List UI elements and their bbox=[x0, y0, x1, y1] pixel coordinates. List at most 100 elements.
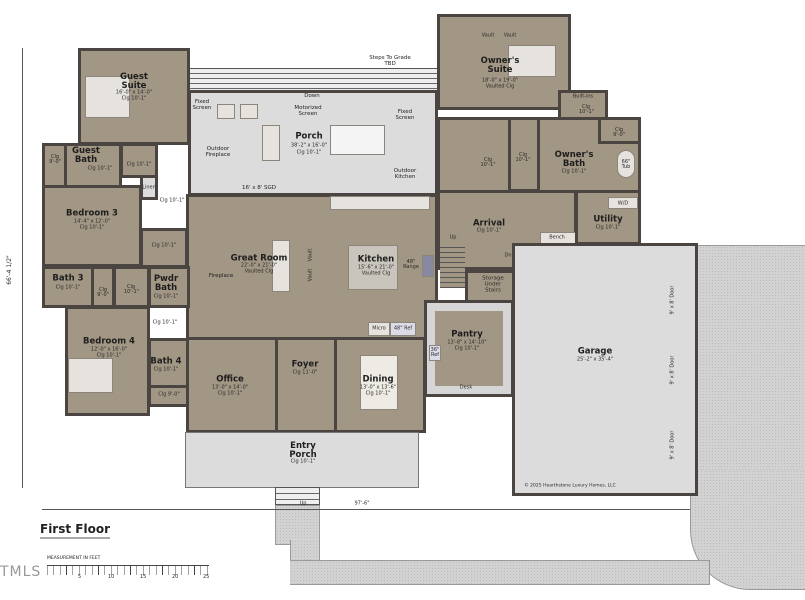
bath-4-closet-ceiling: Clg 9'-0" bbox=[158, 391, 180, 398]
storage-name: Storage Under Stairs bbox=[482, 275, 504, 293]
bathtub bbox=[617, 150, 635, 178]
fixed-screen-left-note: Fixed Screen bbox=[192, 99, 212, 111]
owners-wc-ceiling: Clg 9'-0" bbox=[613, 126, 625, 138]
arrival-ceiling: Clg 10'-1" bbox=[476, 227, 502, 234]
microwave bbox=[368, 322, 390, 336]
built-ins-ceiling: Clg 10'-1" bbox=[579, 103, 595, 115]
ref-label: 48" Ref bbox=[393, 325, 413, 332]
dining-size: 13'-0" x 13'-6" bbox=[359, 384, 397, 391]
width-dimension-line bbox=[42, 509, 690, 510]
bed bbox=[85, 76, 130, 118]
vault-label: Vault bbox=[503, 32, 517, 39]
outdoor-kitchen-note: Outdoor Kitchen bbox=[393, 168, 417, 180]
garage bbox=[512, 243, 698, 496]
dining-ceiling: Clg 10'-1" bbox=[365, 390, 391, 397]
walkway bbox=[290, 560, 710, 585]
hall-ceiling-1: Clg 10'-1" bbox=[159, 197, 185, 204]
pantry-ref-label: 36" Ref bbox=[430, 346, 440, 358]
bath-3-name: Bath 3 bbox=[52, 273, 84, 284]
bath-3-closet bbox=[91, 266, 115, 308]
entry-steps bbox=[275, 487, 320, 505]
chair bbox=[217, 104, 235, 119]
vault-label: Vault bbox=[481, 32, 495, 39]
kitchen-size: 15'-6" x 21'-0" bbox=[357, 264, 395, 271]
owners-suite-name: Owner's Suite bbox=[480, 56, 520, 75]
width-dimension: 97'-6" bbox=[354, 500, 370, 507]
refrigerator bbox=[390, 322, 416, 336]
built-ins-name: Built-ins bbox=[572, 93, 594, 100]
bed bbox=[68, 358, 113, 393]
storage-under-stairs bbox=[465, 270, 515, 303]
utility-ceiling: Clg 10'-1" bbox=[595, 224, 621, 231]
owners-wc bbox=[598, 117, 641, 144]
porch-ceiling: Clg 10'-1" bbox=[296, 149, 322, 156]
great-room-name: Great Room bbox=[230, 253, 288, 264]
foyer-name: Foyer bbox=[291, 359, 319, 370]
down-note: Down bbox=[304, 93, 320, 100]
stairs-up-label: Up bbox=[449, 234, 457, 241]
bedroom-3-ceiling: Clg 10'-1" bbox=[79, 224, 105, 231]
watermark: TMLS bbox=[0, 564, 42, 580]
office-size: 13'-0" x 14'-0" bbox=[211, 384, 249, 391]
vault-label: Vault bbox=[307, 268, 314, 282]
stairs-down-label: Dn bbox=[504, 252, 512, 259]
powder-bath-name: Pwdr Bath bbox=[153, 274, 179, 293]
owners-suite-ceiling: Vaulted Clg bbox=[485, 83, 515, 90]
fixed-screen-right-note: Fixed Screen bbox=[395, 109, 415, 121]
sgd-note: 16' x 8' SGD bbox=[241, 185, 277, 192]
fireplace-note: Fireplace bbox=[208, 273, 234, 280]
hall-ceiling-2: Clg 10'-1" bbox=[152, 319, 178, 326]
linen-name: Linen bbox=[142, 184, 156, 191]
garage-door-1: 9' x 8' Door bbox=[669, 285, 676, 315]
garage-size: 25'-2" x 35'-4" bbox=[576, 356, 614, 363]
motorized-screen-note: Motorized Screen bbox=[294, 105, 322, 117]
owners-bath-name: Owner's Bath bbox=[554, 150, 594, 169]
stairs bbox=[440, 243, 465, 288]
range-label: 48" Range bbox=[403, 258, 419, 270]
floor-title: First Floor bbox=[40, 522, 111, 539]
office-name: Office bbox=[216, 374, 244, 385]
pantry-refrigerator bbox=[429, 345, 441, 361]
kitchen-counter bbox=[330, 196, 430, 210]
porch-steps bbox=[188, 68, 438, 92]
guest-suite-name: Guest Suite bbox=[120, 72, 148, 91]
outdoor-table bbox=[330, 125, 385, 155]
washer-dryer bbox=[608, 197, 638, 209]
micro-label: Micro bbox=[372, 325, 386, 332]
chair bbox=[240, 104, 258, 119]
pantry-ceiling: Clg 10'-1" bbox=[454, 345, 480, 352]
bedroom-3-closet-ceiling: Clg 10'-1" bbox=[151, 242, 177, 249]
pantry-size: 13'-8" x 14'-10" bbox=[447, 339, 487, 346]
scale-tick: 5 bbox=[78, 574, 82, 580]
driveway bbox=[695, 245, 805, 500]
entry-steps-label: Up bbox=[299, 500, 307, 507]
arrival-name: Arrival bbox=[472, 218, 506, 229]
owners-suite-size: 18'-0" x 19'-0" bbox=[481, 77, 519, 84]
bath-3-closet-ceiling: Clg 9'-0" bbox=[97, 286, 109, 298]
office-ceiling: Clg 10'-1" bbox=[217, 390, 243, 397]
sofa bbox=[272, 240, 290, 292]
scale-bar bbox=[47, 565, 209, 575]
guest-suite-ceiling: Clg 10'-1" bbox=[121, 95, 147, 102]
dining-table bbox=[360, 355, 398, 410]
porch-size: 38'-2" x 16'-0" bbox=[290, 142, 328, 149]
porch-name: Porch bbox=[295, 131, 323, 142]
scale-tick: 20 bbox=[172, 574, 179, 580]
kitchen-ceiling: Vaulted Clg bbox=[361, 270, 391, 277]
scale-label: MEASUREMENT IN FEET bbox=[47, 556, 101, 561]
dining-name: Dining bbox=[362, 374, 394, 385]
outdoor-fireplace-note: Outdoor Fireplace bbox=[205, 146, 231, 158]
range bbox=[422, 255, 434, 277]
foyer-ceiling: Clg 11'-0" bbox=[292, 369, 318, 376]
great-room bbox=[186, 194, 438, 340]
kitchen-island bbox=[348, 245, 398, 290]
owners-closet-ceiling: Clg 10'-1" bbox=[480, 156, 496, 168]
scale-tick: 25 bbox=[203, 574, 210, 580]
utility-name: Utility bbox=[593, 214, 623, 225]
bed bbox=[508, 45, 556, 77]
owners-hall-ceiling: Clg 10'-1" bbox=[515, 151, 531, 163]
guest-closet-ceiling: Clg 10'-1" bbox=[126, 161, 152, 168]
bath-4-ceiling: Clg 10'-1" bbox=[153, 366, 179, 373]
steps-to-grade-note: Steps To Grade TBD bbox=[369, 55, 411, 67]
sofa bbox=[262, 125, 280, 161]
